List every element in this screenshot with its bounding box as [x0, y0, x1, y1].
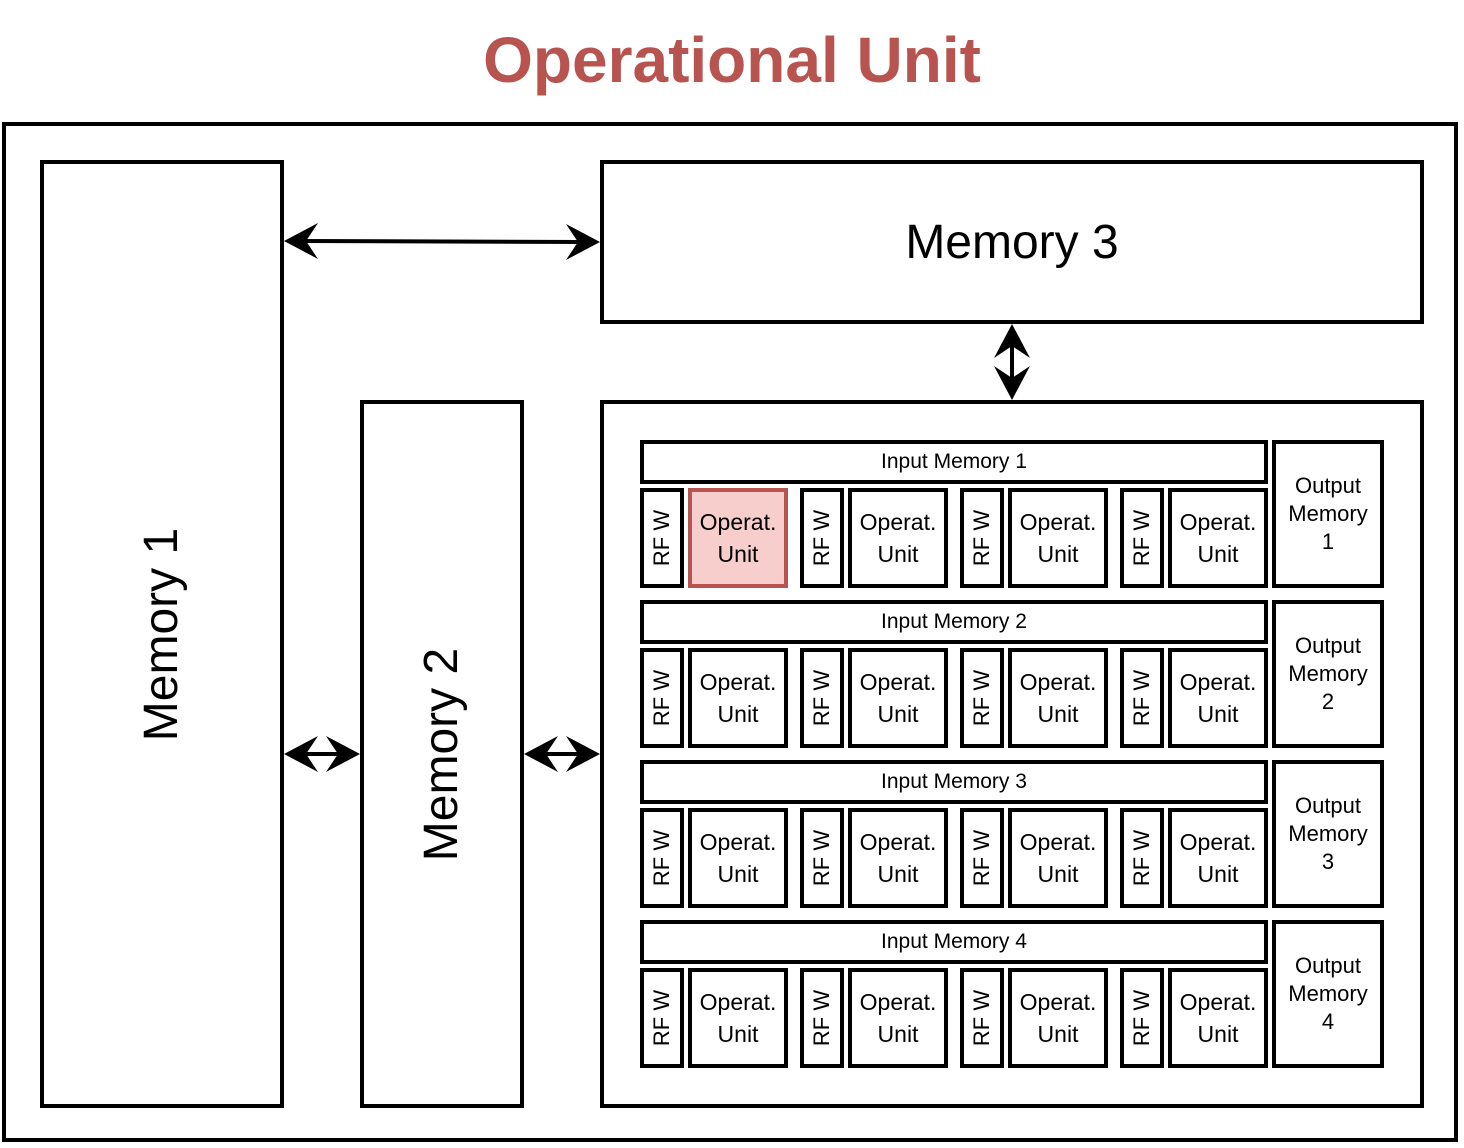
register-file-w: RF W	[1120, 488, 1164, 588]
memory-1-box: Memory 1	[40, 160, 284, 1108]
register-file-w: RF W	[800, 808, 844, 908]
diagram-title: Operational Unit	[483, 24, 981, 96]
register-file-w: RF W	[640, 488, 684, 588]
register-file-w: RF W	[960, 808, 1004, 908]
register-file-w: RF W	[800, 648, 844, 748]
memory3-array-arrow	[994, 324, 1030, 400]
operational-unit-highlighted: Operat. Unit	[688, 488, 788, 588]
register-file-w: RF W	[640, 648, 684, 748]
register-file-w: RF W	[1120, 968, 1164, 1068]
operational-unit: Operat. Unit	[1008, 968, 1108, 1068]
operational-unit: Operat. Unit	[1168, 488, 1268, 588]
input-memory-2: Input Memory 2	[640, 600, 1268, 644]
input-memory-4: Input Memory 4	[640, 920, 1268, 964]
register-file-w: RF W	[640, 968, 684, 1068]
output-memory-3: Output Memory 3	[1272, 760, 1384, 908]
memory-3-box: Memory 3	[600, 160, 1424, 324]
register-file-w: RF W	[640, 808, 684, 908]
operational-unit-frame	[2, 122, 1458, 1142]
memory-2-box: Memory 2	[360, 400, 524, 1108]
output-memory-2: Output Memory 2	[1272, 600, 1384, 748]
operational-unit: Operat. Unit	[688, 808, 788, 908]
operational-unit: Operat. Unit	[1008, 648, 1108, 748]
operational-unit: Operat. Unit	[688, 648, 788, 748]
register-file-w: RF W	[960, 968, 1004, 1068]
operational-unit: Operat. Unit	[848, 488, 948, 588]
input-memory-3: Input Memory 3	[640, 760, 1268, 804]
register-file-w: RF W	[800, 488, 844, 588]
operational-unit: Operat. Unit	[1168, 648, 1268, 748]
memory1-memory2-arrow	[284, 736, 360, 772]
register-file-w: RF W	[960, 648, 1004, 748]
operational-unit: Operat. Unit	[848, 808, 948, 908]
input-memory-1: Input Memory 1	[640, 440, 1268, 484]
operational-unit: Operat. Unit	[1008, 808, 1108, 908]
operational-unit: Operat. Unit	[848, 968, 948, 1068]
operational-unit: Operat. Unit	[848, 648, 948, 748]
register-file-w: RF W	[1120, 648, 1164, 748]
operational-unit: Operat. Unit	[688, 968, 788, 1068]
memory2-array-arrow	[524, 736, 600, 772]
operational-unit: Operat. Unit	[1008, 488, 1108, 588]
memory1-memory3-arrow	[284, 223, 600, 260]
operational-unit: Operat. Unit	[1168, 808, 1268, 908]
register-file-w: RF W	[1120, 808, 1164, 908]
register-file-w: RF W	[800, 968, 844, 1068]
memory-3-label: Memory 3	[905, 215, 1119, 269]
operational-unit: Operat. Unit	[1168, 968, 1268, 1068]
output-memory-4: Output Memory 4	[1272, 920, 1384, 1068]
register-file-w: RF W	[960, 488, 1004, 588]
output-memory-1: Output Memory 1	[1272, 440, 1384, 588]
